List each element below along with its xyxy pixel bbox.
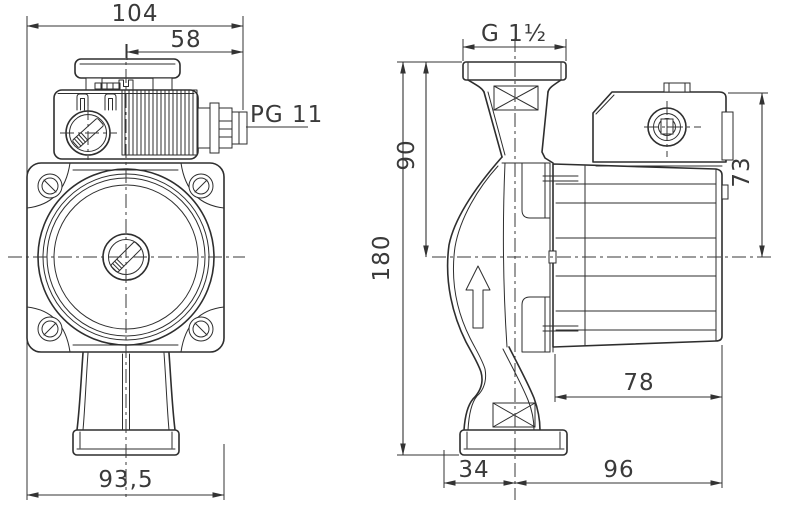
dim-face-to-axis: 34 — [443, 450, 516, 488]
control-knob — [74, 58, 181, 92]
casing-rear-wall — [502, 162, 508, 348]
dim-port-to-port: 180 — [369, 61, 459, 456]
dim-label-g1-5: G 1½ — [481, 21, 547, 47]
terminal-box-side — [592, 82, 734, 167]
thread-symbol-top — [493, 85, 539, 111]
side-view: G 1½ 90 180 73 78 34 96 — [369, 21, 772, 500]
motor-side — [552, 163, 729, 348]
dim-label-93-5: 93,5 — [98, 467, 153, 493]
shaft-slot — [110, 241, 142, 273]
front-view: 104 58 93,5 PG 11 — [8, 1, 323, 500]
knob-pointer — [118, 79, 134, 92]
dim-label-180: 180 — [369, 235, 395, 282]
terminal-clamp — [104, 93, 117, 111]
flange-bolts — [542, 175, 579, 332]
dim-pipe-thread: G 1½ — [462, 21, 567, 61]
label-cable-gland: PG 11 — [246, 102, 323, 128]
dim-label-58: 58 — [170, 27, 201, 53]
dim-label-96: 96 — [603, 457, 634, 483]
speed-selector-dial — [60, 106, 117, 160]
dim-label-34: 34 — [458, 457, 489, 483]
dim-overall-width: 104 — [26, 1, 244, 500]
pump-casing-side — [446, 156, 541, 431]
flange-screws — [37, 173, 214, 342]
dim-label-pg11: PG 11 — [250, 102, 323, 128]
dim-flange-to-axis: 90 — [394, 61, 462, 258]
bottom-port — [459, 402, 568, 456]
dim-axis-to-gland: 58 — [126, 27, 244, 60]
dim-label-73: 73 — [729, 156, 755, 187]
terminal-clamp — [76, 93, 89, 111]
dim-label-78: 78 — [623, 370, 654, 396]
dim-box-to-axis: 73 — [728, 92, 768, 258]
dim-label-90: 90 — [394, 139, 420, 170]
selector-dial-side — [644, 101, 701, 157]
cable-box-ribs — [121, 89, 198, 156]
dim-housing-width: 93,5 — [26, 444, 225, 500]
flow-direction-arrow-icon — [465, 265, 491, 329]
dim-label-104: 104 — [112, 1, 159, 27]
lantern-flange — [521, 162, 579, 353]
dim-motor-length: 78 — [554, 345, 723, 488]
cable-gland — [197, 102, 248, 154]
dim-axis-to-motor-end: 96 — [514, 457, 723, 486]
thread-symbol-bottom — [492, 402, 536, 428]
